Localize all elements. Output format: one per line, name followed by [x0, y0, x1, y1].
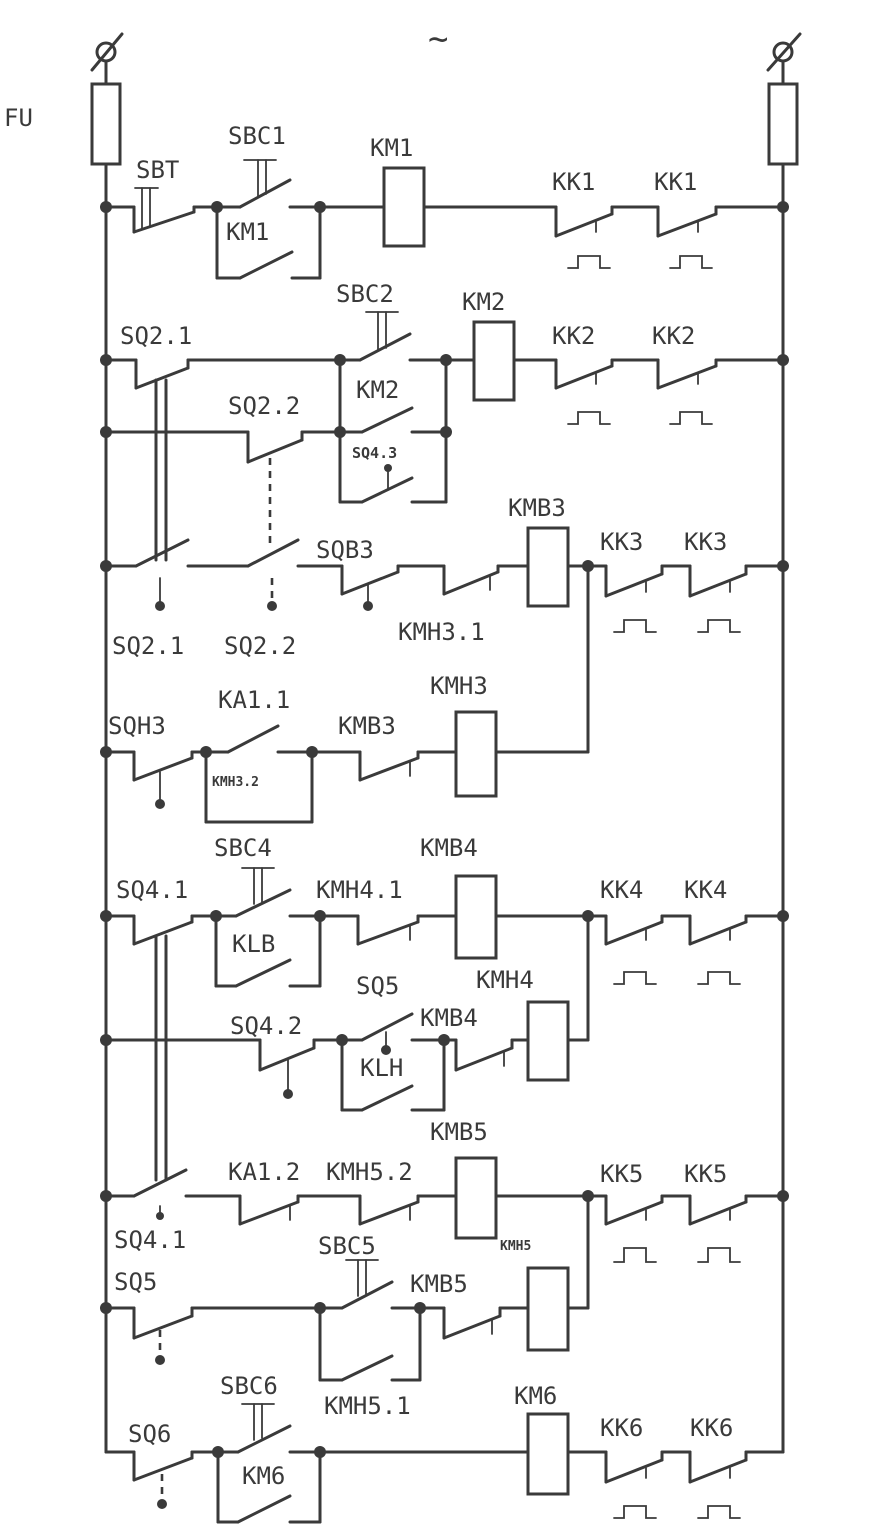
km1-coil-icon	[382, 166, 426, 248]
km1-contact-label: KM1	[226, 218, 269, 246]
junction-dots	[100, 201, 789, 1458]
kmh3-coil-icon	[454, 710, 498, 798]
rung-kmb5: SQ4.1 KA1.2 KMH5.2 KMB5 KK5 KK5	[104, 1118, 785, 1310]
kk1a-label: KK1	[552, 168, 595, 196]
rung-kmh4: SQ4.2 SQ5 KLH KMB4 KMH4	[104, 934, 590, 1182]
km1-coil-label: KM1	[370, 134, 413, 162]
sq22-bot-label: SQ2.2	[224, 632, 296, 660]
kmh5-coil-icon	[526, 1266, 570, 1352]
kmb5-coil-icon	[454, 1156, 498, 1240]
kmb5-coil-label: KMB5	[430, 1118, 488, 1146]
kk6a-label: KK6	[600, 1414, 643, 1442]
sqb3-label: SQB3	[316, 536, 374, 564]
power-supply: ~ FU	[4, 19, 802, 166]
rung-kmh3: SQH3 KA1.1 KMH3.2 KMB3 KMH3	[104, 672, 590, 824]
km6-contact-label: KM6	[242, 1462, 285, 1490]
sbc5-label: SBC5	[318, 1232, 376, 1260]
sbc4-label: SBC4	[214, 834, 272, 862]
sq43-label: SQ4.3	[352, 444, 397, 462]
rung-kmb3: SQ2.1 SQ2.2 SQB3 KMH3.1 KMB3 KK3 KK3	[104, 378, 785, 754]
sq21-bot-label: SQ2.1	[112, 632, 184, 660]
kk2b-label: KK2	[652, 322, 695, 350]
kk4b-label: KK4	[684, 876, 727, 904]
ka12-label: KA1.2	[228, 1158, 300, 1186]
kk2a-label: KK2	[552, 322, 595, 350]
kmb3-contact-label: KMB3	[338, 712, 396, 740]
sq22-top-label: SQ2.2	[228, 392, 300, 420]
km2-coil-icon	[472, 320, 516, 402]
kmh41-label: KMH4.1	[316, 876, 403, 904]
rung-kmb4: SQ4.1 SBC4 KLB KMH4.1 KMB4 KK4	[104, 834, 785, 1042]
km6-coil-label: KM6	[514, 1382, 557, 1410]
km2-coil-label: KM2	[462, 288, 505, 316]
km2-contact-label: KM2	[356, 376, 399, 404]
km6-coil-icon	[526, 1412, 570, 1496]
sbc6-label: SBC6	[220, 1372, 278, 1400]
kmh31-label: KMH3.1	[398, 618, 485, 646]
kmh32-label: KMH3.2	[212, 775, 259, 790]
sqh3-label: SQH3	[108, 712, 166, 740]
sq6-label: SQ6	[128, 1420, 171, 1448]
fu-label: FU	[4, 104, 33, 132]
sq21-top-label: SQ2.1	[120, 322, 192, 350]
sbc1-label: SBC1	[228, 122, 286, 150]
kk5b-label: KK5	[684, 1160, 727, 1188]
kk1b-label: KK1	[654, 168, 697, 196]
klb-label: KLB	[232, 930, 275, 958]
kk4a-label: KK4	[600, 876, 643, 904]
sq41-top-label: SQ4.1	[116, 876, 188, 904]
sq41-bot-label: SQ4.1	[114, 1226, 186, 1254]
kk3b-label: KK3	[684, 528, 727, 556]
bus-lines	[104, 162, 785, 1454]
rung-km2: SQ2.1 SBC2 KM2 SQ4.3 KM2 KK2	[104, 280, 785, 504]
rung-km6: SQ6 SBC6 KM6 KM6 KK6 KK6	[104, 1372, 785, 1524]
kk6b-label: KK6	[690, 1414, 733, 1442]
kmh5-coil-label: KMH5	[500, 1239, 531, 1254]
kmb3-coil-icon	[526, 526, 570, 608]
kmb4-contact-label: KMB4	[420, 1004, 478, 1032]
kmh4-coil-icon	[526, 1000, 570, 1082]
ka11-label: KA1.1	[218, 686, 290, 714]
kmb4-coil-icon	[454, 874, 498, 960]
fuse-left-icon	[90, 82, 122, 166]
klh-label: KLH	[360, 1054, 403, 1082]
kk5a-label: KK5	[600, 1160, 643, 1188]
kmb4-coil-label: KMB4	[420, 834, 478, 862]
rung-km1: SBT SBC1 KM1 KM1 KK1 KK1	[104, 122, 785, 280]
sbt-label: SBT	[136, 156, 179, 184]
kmh51-label: KMH5.1	[324, 1392, 411, 1420]
kmb3-coil-label: KMB3	[508, 494, 566, 522]
kmh3-coil-label: KMH3	[430, 672, 488, 700]
sq5-top-label: SQ5	[356, 972, 399, 1000]
sq5-bot-label: SQ5	[114, 1268, 157, 1296]
kmb5-contact-label: KMB5	[410, 1270, 468, 1298]
sbc2-label: SBC2	[336, 280, 394, 308]
supply-symbol: ~	[428, 19, 448, 59]
sq42-label: SQ4.2	[230, 1012, 302, 1040]
kk3a-label: KK3	[600, 528, 643, 556]
fuse-right-icon	[767, 82, 799, 166]
kmh4-coil-label: KMH4	[476, 966, 534, 994]
kmh52-label: KMH5.2	[326, 1158, 413, 1186]
